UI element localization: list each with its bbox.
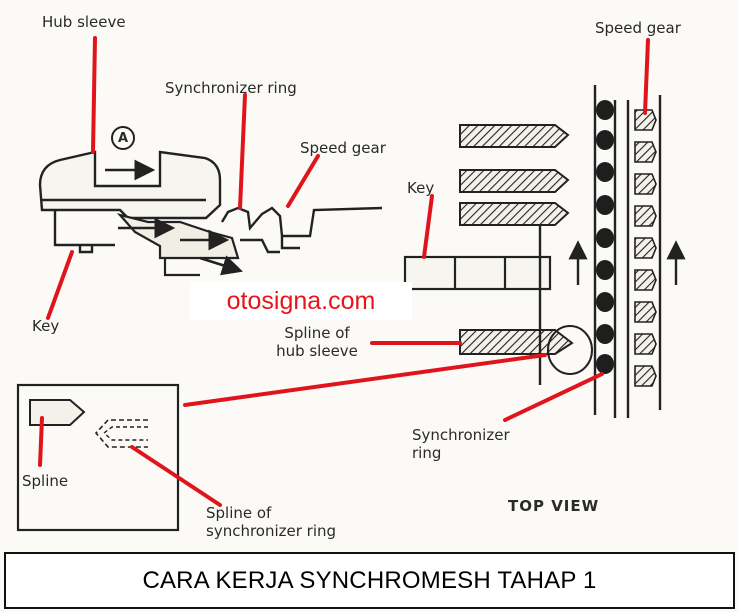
label-marker-a: A	[117, 131, 129, 146]
hub-sleeve-splines	[459, 124, 574, 355]
leader-lines	[38, 36, 650, 507]
label-hub-sleeve: Hub sleeve	[42, 13, 126, 31]
speed-gear-shape	[220, 206, 383, 254]
zoom-circle	[547, 325, 593, 375]
gear-rails	[538, 85, 662, 418]
synchronizer-ring-teeth	[596, 100, 614, 374]
caption-box: CARA KERJA SYNCHROMESH TAHAP 1	[4, 552, 735, 609]
watermark: otosigna.com	[190, 282, 412, 320]
speed-gear-teeth	[634, 109, 657, 387]
label-key-left: Key	[32, 317, 60, 335]
label-key-right: Key	[407, 179, 435, 197]
label-spline-of-sync-ring-line2: synchronizer ring	[206, 522, 337, 540]
label-spline-of-sync-ring-line1: Spline of	[206, 504, 272, 522]
label-speed-gear-mid: Speed gear	[300, 139, 386, 157]
synchronizer-ring-shape	[116, 213, 240, 277]
hub-sleeve-shape	[38, 150, 222, 254]
caption-title: CARA KERJA SYNCHROMESH TAHAP 1	[142, 566, 597, 594]
label-synchronizer-ring-bottom-line1: Synchronizer	[412, 426, 510, 444]
motion-arrows-left	[105, 159, 243, 276]
marker-a-circle	[111, 126, 135, 150]
label-speed-gear-right: Speed gear	[595, 19, 681, 37]
key-block	[403, 255, 552, 291]
label-spline-of-hub-sleeve-line1: Spline of	[284, 324, 350, 342]
label-spline: Spline	[22, 472, 69, 490]
label-spline-of-hub-sleeve-line2: hub sleeve	[276, 342, 358, 360]
label-synchronizer-ring-bottom-line2: ring	[412, 444, 442, 462]
label-top-view: TOP VIEW	[508, 497, 600, 515]
up-arrows	[568, 240, 686, 285]
label-synchronizer-ring-top: Synchronizer ring	[165, 79, 297, 97]
